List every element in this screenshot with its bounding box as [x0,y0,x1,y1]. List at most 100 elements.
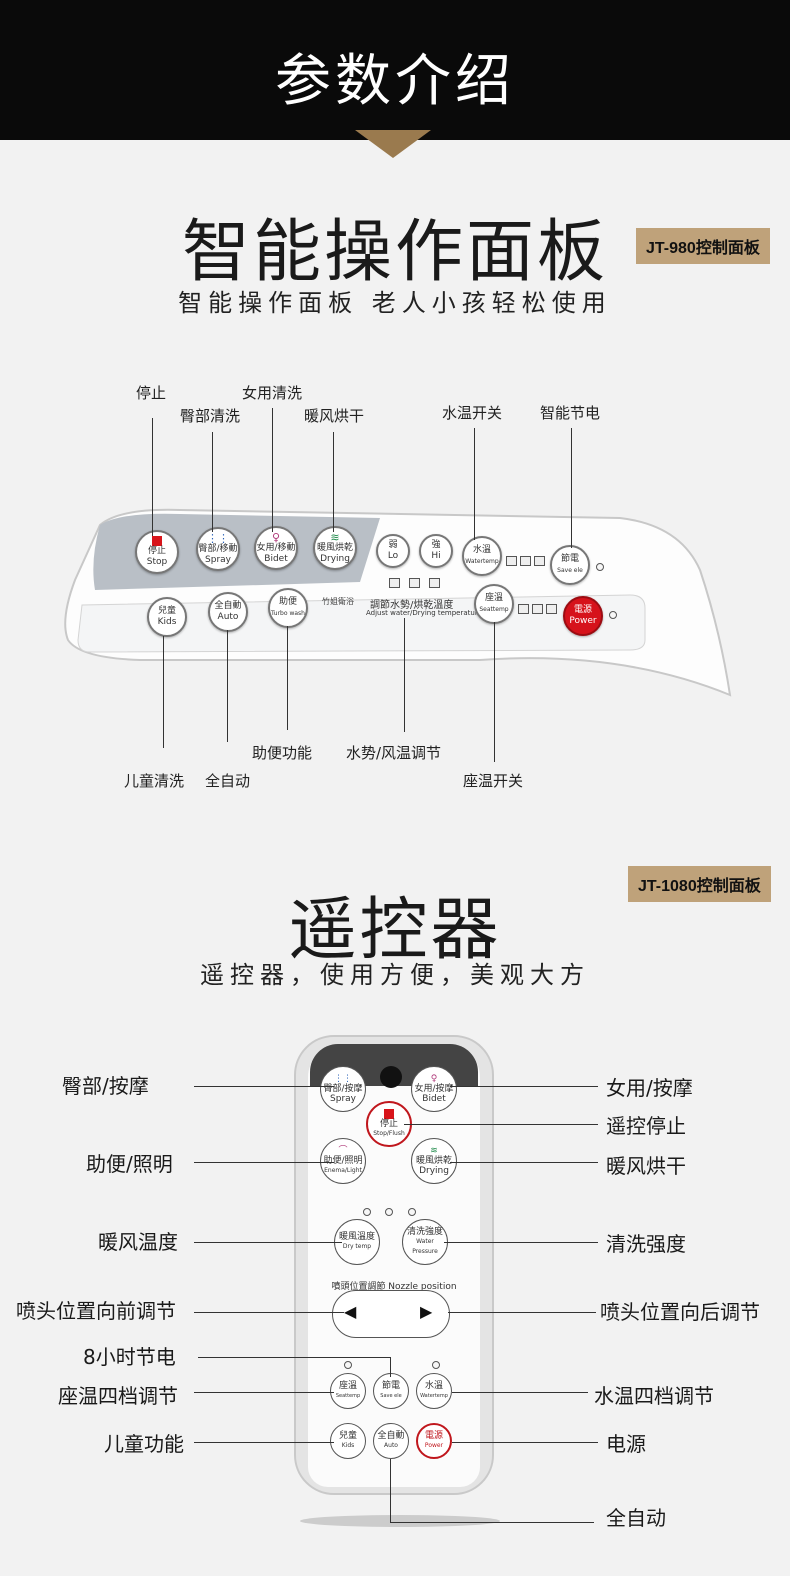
wind-icon: ≋ [330,530,340,544]
panel-spray-en: Spray [205,554,231,565]
leader-line [452,1442,598,1443]
callout-remote-pressure: 清洗强度 [606,1232,686,1256]
panel-adjust-label-en: Adjust water/Drying temperature [366,609,482,617]
woman-icon: ♀ [271,530,281,544]
panel-spray-cn: 臀部/移動 [198,543,238,554]
remote-pressure-en: Water Pressure [412,1238,438,1255]
indicator-light [520,556,531,566]
leader-line [194,1086,334,1087]
page-title: 参数介绍 [275,49,515,114]
callout-remote-kids: 儿童功能 [104,1432,184,1456]
panel-stop-button[interactable]: 停止 Stop [135,530,179,574]
callout-remote-power: 电源 [606,1432,646,1456]
remote-auto-en: Auto [384,1442,398,1449]
leader-line [494,622,495,762]
remote-kids-button[interactable]: 兒童 Kids [330,1423,366,1459]
remote-pressure-button[interactable]: 清洗強度 Water Pressure [402,1219,448,1265]
leader-line [390,1522,594,1523]
indicator-light [363,1208,371,1216]
panel-spray-button[interactable]: ⋮⋮ 臀部/移動 Spray [196,527,240,571]
panel-kids-cn: 兒童 [157,606,176,616]
indicator-light [534,556,545,566]
panel-save-ele-en: Save ele [557,567,583,574]
leader-line [390,1357,391,1377]
callout-auto: 全自动 [205,772,251,790]
leader-line [450,1162,598,1163]
indicator-light [389,578,400,588]
panel-seat-temp-en: Seattemp [479,606,509,613]
remote-stop-button[interactable]: 停止 Stop/Flush [366,1101,412,1147]
panel-power-button[interactable]: 電源 Power [563,596,603,636]
remote-water-temp-cn: 水溫 [424,1381,443,1391]
panel-bidet-cn: 女用/移動 [256,542,296,553]
leader-line [452,1392,588,1393]
indicator-light [596,563,604,571]
remote-shadow [300,1515,500,1527]
panel-assist-en: Turbo wash [271,610,305,617]
leader-line [474,428,475,540]
stop-icon [384,1109,394,1119]
remote-water-temp-button[interactable]: 水溫 Watertemp [416,1373,452,1409]
leader-line [571,428,572,548]
remote-assist-button[interactable]: ⌒ 助便/照明 Enema/Light [320,1138,366,1184]
indicator-light [408,1208,416,1216]
leader-line [272,408,273,532]
callout-drying: 暖风烘干 [304,407,365,425]
panel-bidet-en: Bidet [264,553,288,564]
remote-save-ele-button[interactable]: 節電 Save ele [373,1373,409,1409]
nozzle-forward-button[interactable]: ◀ [344,1302,357,1321]
panel-water-temp-cn: 水溫 [472,545,491,555]
indicator-light [609,611,617,619]
remote-section-title: 遥控器 [288,891,502,970]
leader-line [390,1459,391,1523]
panel-hi-en: Hi [431,551,441,561]
nozzle-icon: ⌒ [338,1146,348,1156]
leader-line [194,1162,334,1163]
panel-lo-button[interactable]: 弱 Lo [376,534,410,568]
nozzle-backward-button[interactable]: ▶ [420,1302,433,1321]
remote-power-button[interactable]: 電源 Power [416,1423,452,1459]
indicator-light [546,604,557,614]
callout-adjust: 水势/风温调节 [346,744,442,762]
callout-remote-spray: 臀部/按摩 [62,1074,149,1098]
remote-auto-button[interactable]: 全自動 Auto [373,1423,409,1459]
leader-line [163,636,164,748]
leader-line [194,1242,342,1243]
panel-water-temp-button[interactable]: 水溫 Watertemp [462,536,502,576]
remote-section-subtitle: 遥控器，使用方便，美观大方 [200,961,590,989]
remote-spray-button[interactable]: ⋮⋮ 臀部/按摩 Spray [320,1066,366,1112]
remote-bidet-button[interactable]: ♀ 女用/按摩 Bidet [411,1066,457,1112]
stop-icon [152,536,162,546]
panel-lo-en: Lo [387,551,399,561]
leader-line [198,1357,390,1358]
panel-hi-button[interactable]: 強 Hi [419,534,453,568]
panel-kids-button[interactable]: 兒童 Kids [147,597,187,637]
panel-seat-temp-button[interactable]: 座溫 Seattemp [474,584,514,624]
remote-drying-button[interactable]: ≋ 暖風烘乾 Drying [411,1138,457,1184]
leader-line [212,432,213,532]
remote-pressure-cn: 清洗強度 [406,1227,443,1237]
leader-line [194,1312,344,1313]
panel-drying-cn: 暖風烘乾 [316,542,353,553]
wind-icon: ≋ [430,1146,438,1156]
indicator-light [518,604,529,614]
remote-drying-en: Drying [419,1166,449,1176]
callout-save-ele: 智能节电 [540,404,601,422]
panel-power-en: Power [569,616,597,626]
woman-icon: ♀ [430,1074,438,1084]
panel-assist-button[interactable]: 助便 Turbo wash [268,588,308,628]
spray-icon: ⋮⋮ [207,531,229,545]
remote-bidet-en: Bidet [422,1094,446,1104]
panel-seat-temp-cn: 座溫 [484,593,503,603]
panel-auto-button[interactable]: 全自動 Auto [208,592,248,632]
panel-drying-button[interactable]: ≋ 暖風烘乾 Drying [313,526,357,570]
callout-remote-assist: 助便/照明 [86,1152,173,1176]
remote-stop-en: Stop/Flush [373,1130,405,1137]
leader-line [152,418,153,536]
panel-bidet-button[interactable]: ♀ 女用/移動 Bidet [254,526,298,570]
panel-save-ele-button[interactable]: 節電 Save ele [550,545,590,585]
remote-dry-temp-cn: 暖風溫度 [338,1232,375,1242]
callout-remote-nozzle-fwd: 喷头位置向前调节 [16,1299,176,1323]
panel-save-ele-cn: 節電 [560,554,579,564]
remote-seat-temp-button[interactable]: 座溫 Seattemp [330,1373,366,1409]
